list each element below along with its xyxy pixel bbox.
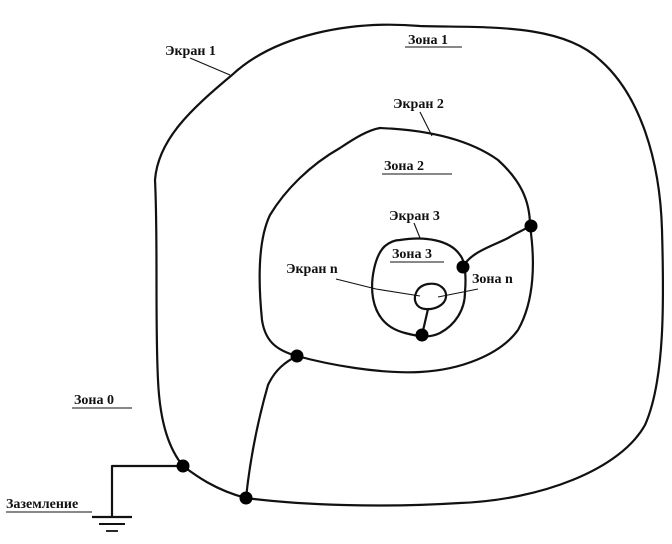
junction-node-screen1-ground bbox=[176, 459, 190, 473]
label-zone-n: Зона n bbox=[472, 272, 513, 287]
junction-node-screen1-wire bbox=[239, 491, 253, 505]
leader-screen-n bbox=[335, 278, 421, 297]
label-screen-2: Экран 2 bbox=[393, 97, 444, 112]
label-ground: Заземление bbox=[6, 497, 78, 512]
leader-screen-2 bbox=[419, 111, 433, 137]
junction-node-screen3-bottom bbox=[415, 328, 429, 342]
label-zone-1: Зона 1 bbox=[408, 33, 448, 48]
screen-2-boundary bbox=[258, 126, 534, 374]
label-zone-3: Зона 3 bbox=[392, 247, 432, 262]
bond-wire-screen2-screen1 bbox=[244, 354, 299, 500]
ground-wire bbox=[110, 464, 185, 518]
label-zone-0: Зона 0 bbox=[74, 393, 114, 408]
label-screen-1: Экран 1 bbox=[165, 44, 216, 59]
label-screen-3: Экран 3 bbox=[389, 209, 440, 224]
label-screen-n: Экран n bbox=[286, 262, 338, 277]
junction-node-screen2-right bbox=[524, 219, 538, 233]
leader-zone-n bbox=[437, 288, 479, 298]
label-zone-2: Зона 2 bbox=[384, 159, 424, 174]
screen-n-boundary bbox=[413, 282, 448, 311]
junction-node-screen3-right bbox=[456, 260, 470, 274]
screen-1-boundary bbox=[153, 23, 665, 507]
leader-screen-3 bbox=[413, 222, 421, 239]
junction-node-screen2-left bbox=[290, 349, 304, 363]
leader-screen-1 bbox=[189, 57, 231, 76]
bond-wire-screen3-screen2 bbox=[461, 224, 532, 269]
